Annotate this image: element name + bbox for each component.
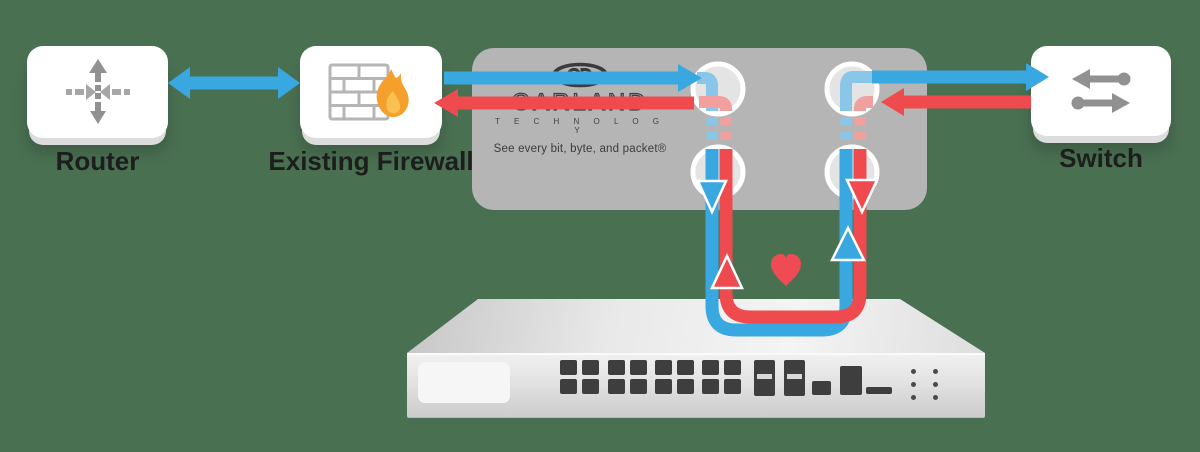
firewall-node: [300, 46, 442, 138]
rj45-port: [582, 379, 599, 394]
mport-port: [840, 366, 862, 395]
brand-name: GARLAND: [511, 89, 649, 116]
rj45-port: [630, 360, 647, 375]
mport-port: [812, 381, 831, 395]
router-label: Router: [55, 146, 140, 176]
switch-node: [1031, 46, 1171, 136]
router-node: [27, 46, 168, 138]
rj45-port: [655, 360, 672, 375]
brand-tagline: See every bit, byte, and packet®: [493, 143, 667, 156]
mport-port: [866, 387, 892, 394]
rj45-port: [608, 360, 625, 375]
switch-label: Switch: [1059, 143, 1143, 173]
tap-device-box: GARLAND T E C H N O L O G Y See every bi…: [472, 48, 927, 210]
inline-appliance: [405, 297, 990, 418]
rj45-port: [702, 379, 719, 394]
vent-dot-port: [911, 382, 916, 387]
rj45-port: [677, 379, 694, 394]
appliance-label-panel: [418, 362, 510, 403]
rj45-port: [608, 379, 625, 394]
vent-dot-port: [911, 369, 916, 374]
rj45-port: [702, 360, 719, 375]
rj45-port: [724, 360, 741, 375]
vent-dot-port: [933, 369, 938, 374]
sfp-port: [784, 360, 805, 396]
garland-logo: GARLAND T E C H N O L O G Y See every bi…: [490, 62, 670, 155]
rj45-port: [582, 360, 599, 375]
rj45-port: [655, 379, 672, 394]
router-icon: [65, 59, 130, 124]
link-router-firewall: [168, 67, 300, 99]
vent-dot-port: [911, 395, 916, 400]
firewall-icon: [328, 63, 409, 121]
rj45-port: [560, 379, 577, 394]
brand-subtitle: T E C H N O L O G Y: [494, 117, 665, 136]
garland-gd-oval-logo-icon: [552, 62, 608, 88]
switch-icon: [1071, 69, 1131, 113]
rj45-port: [560, 360, 577, 375]
vent-dot-port: [933, 382, 938, 387]
rj45-port: [630, 379, 647, 394]
rj45-port: [677, 360, 694, 375]
heart-icon: [771, 254, 801, 286]
rj45-port: [724, 379, 741, 394]
red-up-arrowhead: [710, 253, 744, 290]
appliance-top-face: [407, 299, 985, 353]
sfp-port: [754, 360, 775, 396]
blue-up-arrowhead: [829, 225, 867, 262]
vent-dot-port: [933, 395, 938, 400]
firewall-label: Existing Firewall: [268, 146, 474, 176]
